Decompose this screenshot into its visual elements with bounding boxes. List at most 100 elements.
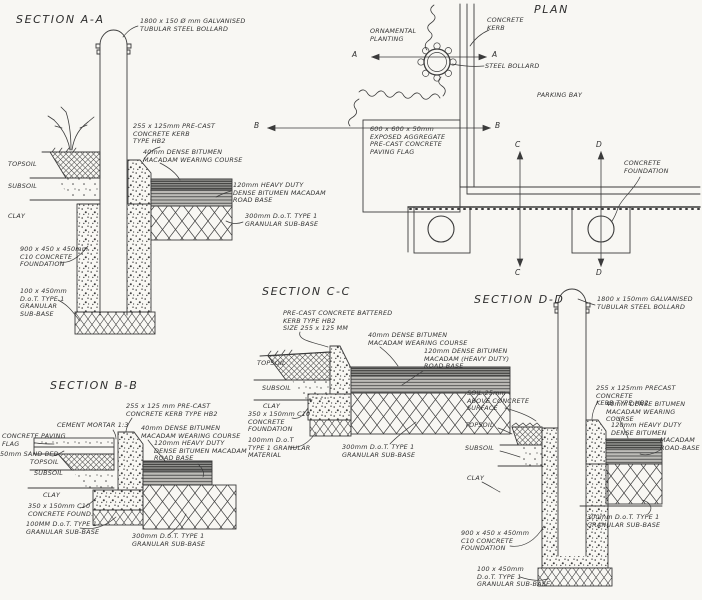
bb-granular100-label: 100MM D.o.T. TYPE 1 GRANULAR SUB-BASE — [26, 520, 100, 536]
bollard-aa — [95, 29, 132, 316]
plan-drawing — [266, 3, 701, 268]
wearing-course-aa — [150, 178, 233, 191]
aa-roadbase-label: 120mm HEAVY DUTY DENSE BITUMEN MACADAM R… — [233, 181, 326, 205]
road-base-dd — [605, 447, 663, 465]
dd-wearing-label: 40mm DENSE BITUMEN MACADAM WEARING COURS… — [606, 400, 686, 424]
leader-lines-cc — [289, 331, 424, 448]
granular-cc — [309, 419, 352, 437]
bb-topsoil-label: TOPSOIL — [30, 458, 59, 466]
dd-foundation-label: 900 x 450 x 450mm C10 CONCRETE FOUNDATIO… — [461, 529, 530, 553]
road-base-aa — [150, 189, 233, 207]
paving-flag-plan — [362, 119, 461, 213]
topsoil-hatch-bb — [57, 453, 115, 471]
sub-base-aa — [150, 205, 233, 241]
plan-parking-label: PARKING BAY — [537, 91, 583, 99]
subsoil-bb — [72, 470, 114, 488]
leader-lines-dd — [481, 298, 663, 581]
plan-title: PLAN — [534, 3, 569, 16]
road-base-bb — [142, 470, 213, 486]
aa-subsoil-label: SUBSOIL — [8, 182, 38, 190]
bb-roadbase-label: 120mm HEAVY DUTY DENSE BITUMEN MACADAM R… — [154, 439, 247, 463]
marker-a-right: A — [492, 50, 498, 59]
plant-icon — [47, 106, 95, 151]
sub-base-dd — [605, 463, 663, 505]
section-bb-drawing — [27, 417, 237, 536]
aa-granular-label: 100 x 450mm D.o.T. TYPE 1 GRANULAR SUB-B… — [20, 287, 67, 319]
foundation-bb — [92, 489, 144, 511]
cc-foundation-label: 350 x 150mm C10 CONCRETE FOUNDATION — [248, 410, 311, 434]
bb-subsoil-label: SUBSOIL — [34, 469, 64, 477]
bb-mortar-label: CEMENT MORTAR 1:3 — [57, 421, 129, 429]
dd-roadbase-label-b: MACADAM ROAD-BASE — [660, 436, 700, 452]
section-cc-title: SECTION C-C — [262, 285, 351, 298]
cc-clay-label: CLAY — [263, 402, 281, 410]
marker-c-bottom: C — [515, 268, 521, 277]
bollard-plan — [417, 42, 457, 82]
dd-subsoil-label: SUBSOIL — [465, 444, 495, 452]
foundations-plan — [413, 206, 631, 254]
granular-bed-dd — [537, 567, 613, 587]
dd-bollard-label: 1800 x 150mm GALVANISED TUBULAR STEEL BO… — [597, 295, 693, 311]
wearing-course-dd — [605, 438, 663, 449]
section-bb-title: SECTION B-B — [50, 379, 139, 392]
kerb-aa — [127, 159, 152, 205]
cc-granular-label: 100mm D.o.T TYPE 1 GRANULAR MATERIAL — [248, 436, 311, 460]
section-cc-drawing — [253, 331, 511, 448]
dd-clay-label: CLAY — [467, 474, 485, 482]
marker-d-bottom: D — [596, 268, 602, 277]
subsoil-aa — [58, 178, 100, 200]
bb-wearing-label: 40mm DENSE BITUMEN MACADAM WEARING COURS… — [141, 424, 241, 440]
bb-flag-label: CONCRETE PAVING FLAG — [2, 432, 66, 448]
planting-edge — [348, 4, 446, 127]
bb-clay-label: CLAY — [43, 491, 61, 499]
plan-foundation-label: CONCRETE FOUNDATION — [624, 159, 669, 175]
section-aa-title: SECTION A-A — [16, 13, 105, 26]
aa-bollard-label: 1800 x 150 Ø mm GALVANISED TUBULAR STEEL… — [140, 17, 246, 33]
kerb-bb — [117, 431, 144, 491]
aa-clay-label: CLAY — [8, 212, 26, 220]
marker-a-left: A — [352, 50, 358, 59]
cc-roadbase-label: 120mm DENSE BITUMEN MACADAM (HEAVY DUTY)… — [424, 347, 510, 371]
cc-kerb-label: PRE-CAST CONCRETE BATTERED KERB TYPE HB2… — [283, 309, 393, 333]
aa-foundation-label: 900 x 450 x 450mm C10 CONCRETE FOUNDATIO… — [20, 245, 89, 269]
leader-lines-aa — [57, 25, 244, 322]
dd-soil-label: SOIL 25mm ABOVE CONCRETE SURFACE — [467, 389, 530, 413]
bb-kerb-label: 255 x 125 mm PRE-CAST CONCRETE KERB TYPE… — [126, 402, 218, 418]
plan-kerb-label: CONCRETE KERB — [487, 16, 524, 32]
dd-granular100-label: 100 x 450mm D.o.T. TYPE 1 GRANULAR SUB-B… — [477, 565, 551, 589]
section-aa-drawing — [29, 25, 244, 335]
leader-lines-bb — [35, 417, 205, 536]
sub-base-bb — [142, 484, 237, 530]
section-lines — [266, 53, 605, 268]
topsoil-hatch-dd — [511, 426, 543, 446]
foundation-aa — [76, 203, 152, 313]
section-dd-drawing — [481, 288, 663, 587]
marker-c-top: C — [515, 140, 521, 149]
bb-subbase300-label: 300mm D.o.T. TYPE 1 GRANULAR SUB-BASE — [132, 532, 206, 548]
cc-wearing-label: 40mm DENSE BITUMEN MACADAM WEARING COURS… — [368, 331, 468, 347]
sub-base-cc — [350, 392, 511, 435]
plan-bollard-label: STEEL BOLLARD — [485, 62, 540, 70]
foundation-dd — [541, 427, 609, 569]
bb-sand-label: 50mm SAND BED — [0, 450, 59, 458]
granular-bb — [92, 509, 144, 526]
plan-flag-label: 600 x 600 x 50mm EXPOSED AGGREGATE PRE-C… — [370, 125, 446, 157]
subsoil-dd — [518, 445, 542, 466]
plan-planting-label: ORNAMENTAL PLANTING — [370, 27, 417, 43]
bb-foundation-label: 350 x 150mm C10 CONCRETE FOUND. — [28, 502, 94, 518]
kerb-plan — [459, 3, 475, 195]
marker-b-left: B — [254, 121, 260, 130]
foundation-cc — [307, 393, 352, 421]
aa-topsoil-label: TOPSOIL — [8, 160, 37, 168]
dd-topsoil-label: TOPSOIL — [465, 421, 494, 429]
bollard-dd — [553, 288, 591, 557]
marker-b-right: B — [495, 121, 501, 130]
dd-subbase300-label: 300mm D.o.T. TYPE 1 GRANULAR SUB-BASE — [587, 513, 661, 529]
kerb-dd — [585, 419, 607, 465]
granular-bed-aa — [74, 311, 156, 335]
cc-subbase-label: 300mm D.o.T. TYPE 1 GRANULAR SUB-BASE — [342, 443, 416, 459]
battered-kerb-cc — [329, 345, 352, 395]
cc-subsoil-label: SUBSOIL — [262, 384, 292, 392]
